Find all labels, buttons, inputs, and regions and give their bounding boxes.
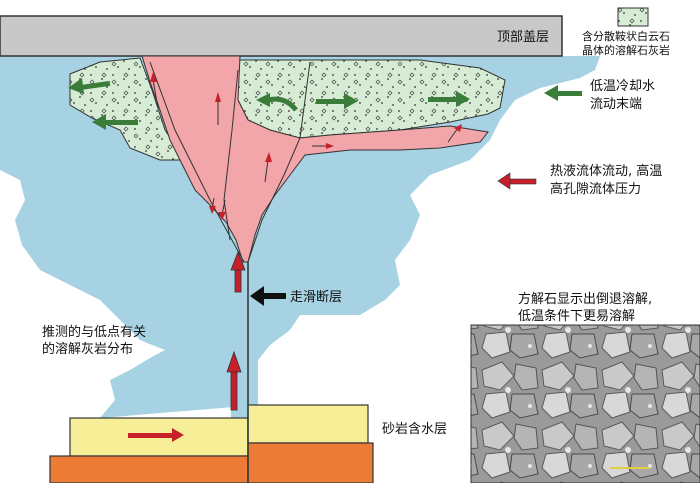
fracture-line [247, 137, 301, 263]
inferred-label-line1: 推测的与低点有关 [42, 324, 146, 340]
red-arrow-fault-upper [230, 250, 246, 293]
calcite-label-line1: 方解石显示出倒退溶解, [518, 291, 652, 307]
caprock-label: 顶部盖层 [497, 30, 549, 45]
legend-label-line1: 含分散鞍状白云石 [582, 29, 670, 43]
legend-dolomite: 含分散鞍状白云石 晶体的溶解石灰岩 [582, 7, 670, 57]
green-arrow-right-far [428, 91, 470, 107]
hot-fluid-label-line1: 热液流体流动, 高温 [550, 163, 662, 179]
fault-annotation: 走滑断层 [250, 286, 342, 306]
legend-label-line2: 晶体的溶解石灰岩 [582, 43, 670, 57]
green-arrow-left-upper [68, 78, 111, 94]
cold-water-label-line2: 流动末端 [590, 97, 642, 112]
green-arrow-left-lower [92, 114, 138, 130]
inferred-label-line2: 的溶解灰岩分布 [42, 341, 133, 357]
hot-fluid-label-line2: 高孔隙流体压力 [550, 181, 641, 197]
fracture-line [223, 69, 239, 241]
caprock-layer [0, 15, 563, 57]
calcite-label-line2: 低温条件下更易溶解 [518, 308, 635, 324]
orange-basement-right [247, 442, 374, 483]
fracture-line [149, 61, 245, 263]
cold-water-annotation: 低温冷却水 流动末端 [544, 79, 655, 112]
hot-fluid-annotation: 热液流体流动, 高温 高孔隙流体压力 [497, 163, 662, 197]
red-arrow-fault-lower [226, 350, 242, 411]
orange-basement-left [49, 455, 249, 483]
sandstone-layer-right [247, 404, 369, 444]
red-arrow-sandstone [128, 428, 184, 442]
green-arrow-right-curve [256, 93, 298, 112]
hydrothermal-funnel [141, 55, 489, 263]
fracture-line [299, 61, 311, 139]
sandstone-label: 砂岩含水层 [382, 421, 447, 437]
small-arrow-funnel [150, 72, 462, 220]
fault-label: 走滑断层 [290, 290, 342, 305]
sem-calcite-image [470, 324, 700, 483]
cold-water-label-line1: 低温冷却水 [590, 79, 655, 94]
green-arrow-right-mid [316, 93, 358, 109]
